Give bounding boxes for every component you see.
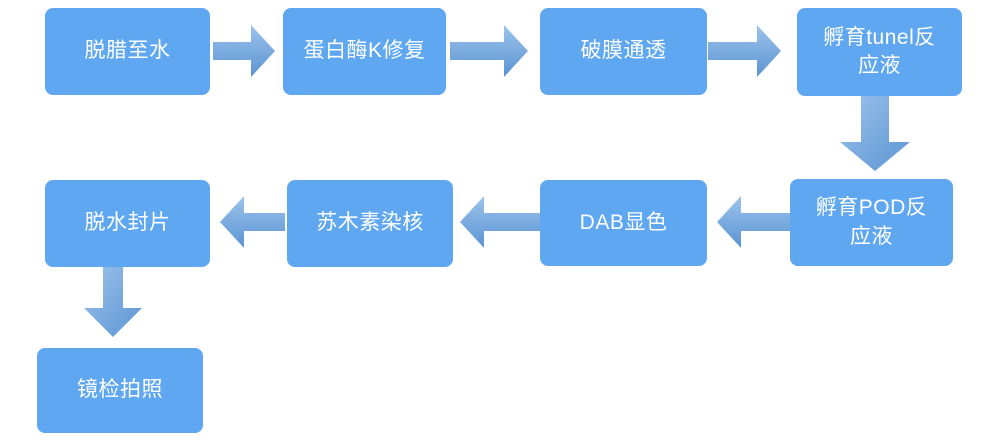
arrow-right-icon-step2-to-step3	[450, 25, 528, 77]
flow-node-step-5-label: 孵育POD反 应液	[815, 196, 928, 248]
flow-node-step-6: DAB显色	[540, 180, 707, 266]
flow-node-step-3: 破膜通透	[540, 8, 707, 95]
flow-node-step-1-label: 脱腊至水	[84, 39, 171, 63]
flow-node-step-9-label: 镜检拍照	[77, 378, 163, 402]
flow-node-step-8: 脱水封片	[45, 180, 210, 267]
arrow-left-icon-step7-to-step8	[220, 196, 285, 248]
flow-node-step-4-label: 孵育tunel反 应液	[823, 25, 936, 77]
flow-node-step-1: 脱腊至水	[45, 8, 210, 95]
flow-node-step-5: 孵育POD反 应液	[790, 179, 953, 266]
flow-node-step-3-label: 破膜通透	[580, 39, 667, 63]
arrow-right-icon-step3-to-step4	[708, 25, 781, 77]
flow-node-step-7: 苏木素染核	[287, 180, 453, 267]
flow-node-step-2-label: 蛋白酶K修复	[303, 39, 426, 63]
flow-node-step-2: 蛋白酶K修复	[283, 8, 446, 95]
arrow-left-icon-step6-to-step7	[460, 196, 540, 248]
arrow-left-icon-step5-to-step6	[717, 196, 790, 248]
flow-node-step-8-label: 脱水封片	[84, 211, 171, 235]
flow-node-step-9: 镜检拍照	[37, 348, 203, 433]
flow-node-step-7-label: 苏木素染核	[316, 211, 424, 235]
arrow-down-icon-step4-to-step5	[840, 96, 910, 171]
arrow-down-icon-step8-to-step9	[84, 267, 142, 337]
flow-node-step-4: 孵育tunel反 应液	[797, 8, 962, 96]
flow-node-step-6-label: DAB显色	[579, 210, 668, 234]
arrow-right-icon-step1-to-step2	[213, 25, 275, 77]
